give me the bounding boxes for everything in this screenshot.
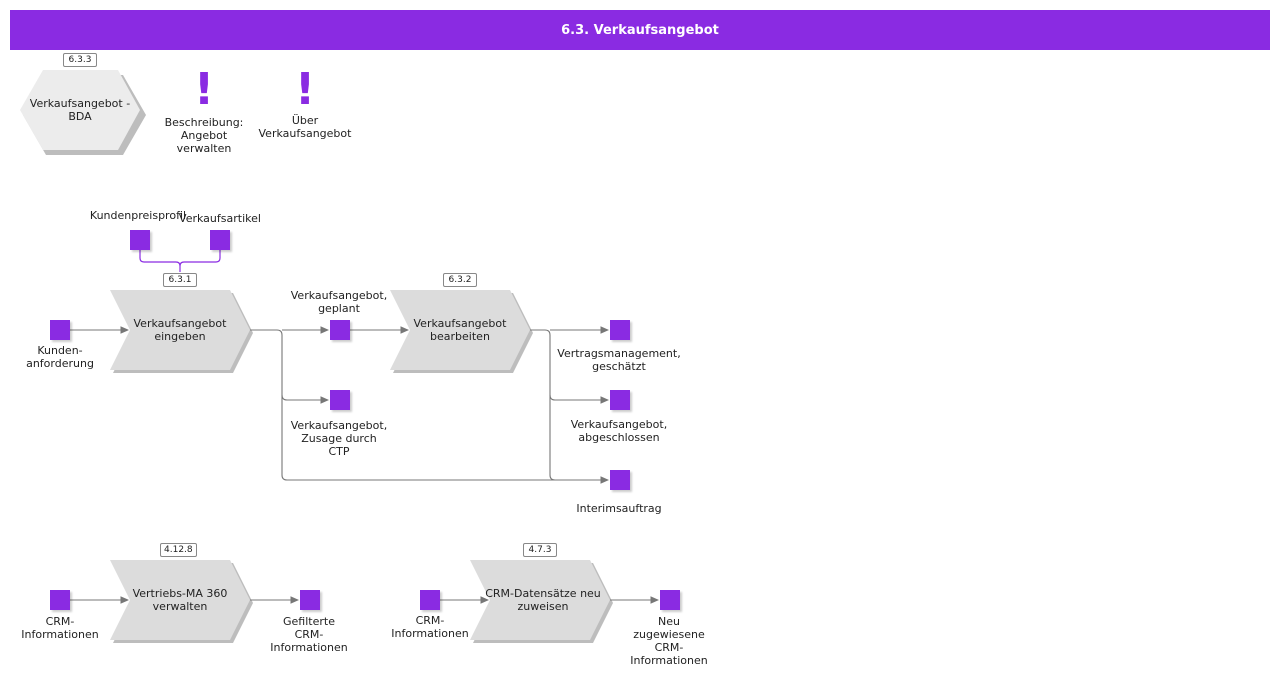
- note-label-ueber: Über Verkaufsangebot: [258, 114, 352, 140]
- event-label-interimsauftrag: Interimsauftrag: [576, 502, 662, 515]
- process-label-vertriebs-ma[interactable]: Vertriebs-MA 360 verwalten: [132, 587, 228, 613]
- event-label-kundenpreisprofil: Kundenpreisprofil: [89, 209, 187, 222]
- process-id-tag: 4.12.8: [160, 543, 197, 557]
- event-label-abgeschlossen: Verkaufsangebot, abgeschlossen: [570, 418, 668, 444]
- note-label-beschreibung: Beschreibung: Angebot verwalten: [164, 116, 244, 155]
- process-shape-4-12-8[interactable]: [110, 560, 253, 643]
- event-verkaufsartikel[interactable]: [210, 230, 230, 250]
- hex-label[interactable]: Verkaufsangebot - BDA: [29, 97, 131, 123]
- process-id-tag: 4.7.3: [523, 543, 557, 557]
- hex-id-tag: 6.3.3: [63, 53, 97, 67]
- process-label-eingeben[interactable]: Verkaufsangebot eingeben: [133, 317, 227, 343]
- event-neu-zugewiesene-crm[interactable]: [660, 590, 680, 610]
- event-label-ctp: Verkaufsangebot, Zusage durch CTP: [290, 419, 388, 458]
- event-verkaufsangebot-geplant[interactable]: [330, 320, 350, 340]
- event-verkaufsangebot-ctp[interactable]: [330, 390, 350, 410]
- event-verkaufsangebot-abgeschlossen[interactable]: [610, 390, 630, 410]
- event-label-crm-informationen-2: CRM- Informationen: [391, 614, 469, 640]
- event-label-gefilterte-crm: Gefilterte CRM- Informationen: [270, 615, 348, 654]
- exclamation-icon[interactable]: !: [294, 64, 316, 115]
- event-label-neu-zugewiesene-crm: Neu zugewiesene CRM- Informationen: [630, 615, 708, 667]
- event-kundenanforderung[interactable]: [50, 320, 70, 340]
- event-crm-informationen-2[interactable]: [420, 590, 440, 610]
- page-title: 6.3. Verkaufsangebot: [10, 10, 1270, 50]
- event-kundenpreisprofil[interactable]: [130, 230, 150, 250]
- process-shape-6-3-2[interactable]: [390, 290, 533, 373]
- event-crm-informationen[interactable]: [50, 590, 70, 610]
- process-label-crm-datensaetze[interactable]: CRM-Datensätze neu zuweisen: [485, 587, 601, 613]
- event-label-kundenanforderung: Kunden- anforderung: [26, 344, 94, 370]
- hexagon-shape: [20, 70, 146, 155]
- event-label-vertragsmanagement: Vertragsmanagement, geschätzt: [557, 347, 681, 373]
- event-label-geplant: Verkaufsangebot, geplant: [290, 289, 388, 315]
- event-vertragsmanagement[interactable]: [610, 320, 630, 340]
- process-label-bearbeiten[interactable]: Verkaufsangebot bearbeiten: [413, 317, 507, 343]
- exclamation-icon[interactable]: !: [193, 64, 215, 115]
- connectors: [70, 326, 660, 604]
- process-shape-6-3-1[interactable]: [110, 290, 253, 373]
- process-shape-4-7-3[interactable]: [470, 560, 613, 643]
- event-gefilterte-crm[interactable]: [300, 590, 320, 610]
- event-interimsauftrag[interactable]: [610, 470, 630, 490]
- event-label-crm-informationen: CRM- Informationen: [21, 615, 99, 641]
- event-label-verkaufsartikel: Verkaufsartikel: [179, 212, 261, 225]
- input-bracket: [139, 250, 221, 272]
- process-id-tag: 6.3.1: [163, 273, 197, 287]
- process-id-tag: 6.3.2: [443, 273, 477, 287]
